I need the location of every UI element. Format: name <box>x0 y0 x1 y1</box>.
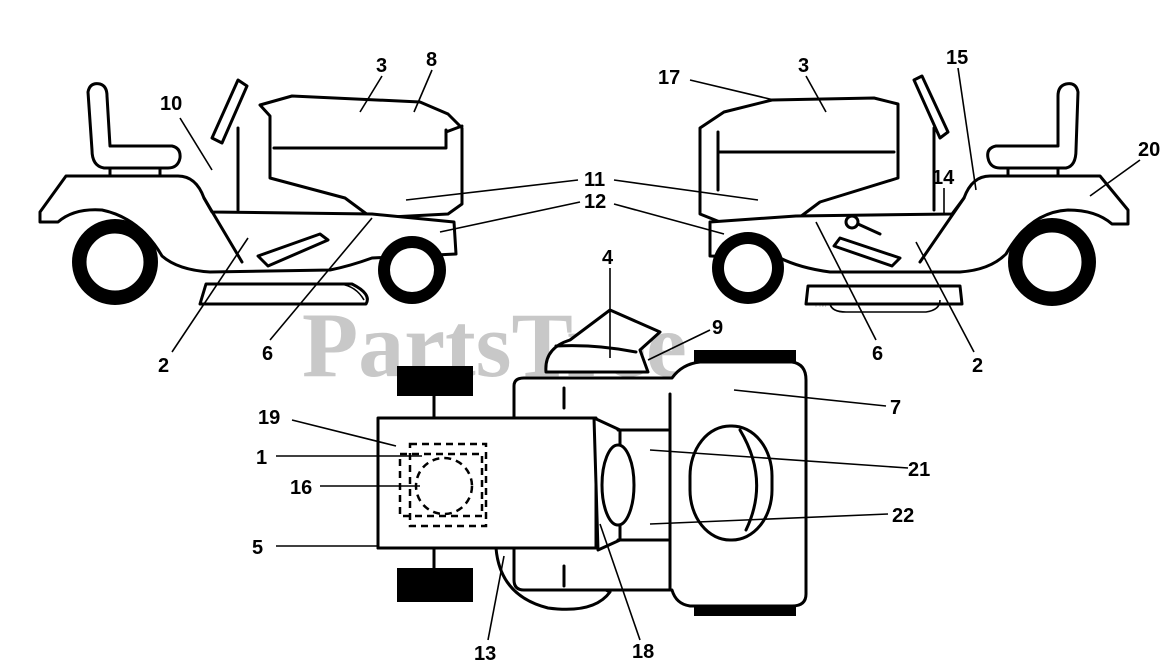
callout-13: 13 <box>474 643 496 665</box>
leader-11-right <box>613 179 759 201</box>
front-wheel-left <box>378 236 446 304</box>
body-panel-line-right <box>918 196 966 264</box>
leader-20 <box>1089 159 1141 197</box>
callout-20: 20 <box>1138 139 1160 161</box>
leader-3-left <box>359 75 383 113</box>
callout-11: 11 <box>584 169 605 191</box>
engine-outline-top <box>616 428 670 542</box>
callout-7: 7 <box>890 397 901 419</box>
foot-pedal-right <box>832 236 902 268</box>
deck-chute-right <box>829 299 941 313</box>
grille-left <box>444 124 464 134</box>
leader-12-right <box>613 203 725 235</box>
callout-12: 12 <box>584 191 606 213</box>
steering-wheel-top <box>544 308 662 374</box>
callout-2-right: 2 <box>972 355 983 377</box>
callout-2-left: 2 <box>158 355 169 377</box>
seat-outline-top <box>398 452 484 518</box>
leader-17 <box>689 79 775 101</box>
leader-15 <box>957 67 977 191</box>
leader-lines <box>171 67 1141 641</box>
rear-wheel-right <box>1008 218 1096 306</box>
leader-21 <box>649 449 909 469</box>
callout-10: 10 <box>160 93 182 115</box>
leader-10 <box>179 117 213 171</box>
leader-12-left <box>439 201 581 233</box>
leader-19 <box>291 419 397 447</box>
leader-6-right <box>815 221 877 341</box>
seat-cushion-outline-top <box>408 442 488 528</box>
hood-right <box>698 96 900 224</box>
body-right <box>708 174 1130 274</box>
callout-22: 22 <box>892 505 914 527</box>
callout-8: 8 <box>426 49 437 71</box>
leader-18 <box>599 523 641 641</box>
seat-left <box>86 82 182 170</box>
callout-15: 15 <box>946 47 968 69</box>
steering-wheel-right <box>912 74 950 140</box>
rear-wheel-left <box>72 219 158 305</box>
dash-oval-top <box>600 443 636 527</box>
leader-2-right <box>915 241 975 353</box>
steering-wheel-left <box>210 78 249 145</box>
callout-17: 17 <box>658 67 680 89</box>
leader-7 <box>733 389 887 407</box>
ignition-key-right <box>844 214 860 230</box>
steering-wheel-hub-top <box>554 344 638 354</box>
top-view <box>376 308 808 616</box>
callout-18: 18 <box>632 641 654 663</box>
leader-13 <box>487 555 505 641</box>
callout-3-right: 3 <box>798 55 809 77</box>
engine-cover-top <box>688 424 774 542</box>
right-side-view <box>698 74 1130 313</box>
callout-16: 16 <box>290 477 312 499</box>
callout-9: 9 <box>712 317 723 339</box>
callout-3-left: 3 <box>376 55 387 77</box>
rear-tire-top-upper <box>397 366 473 396</box>
mower-deck-right <box>804 284 964 306</box>
hood-line-left <box>272 128 448 150</box>
callout-1: 1 <box>256 447 267 469</box>
foot-pedal-left <box>256 232 330 268</box>
callout-21: 21 <box>908 459 930 481</box>
leader-11-left <box>405 179 579 201</box>
leader-6-left <box>269 217 373 341</box>
leader-22 <box>649 513 889 525</box>
leader-3-right <box>805 75 827 113</box>
front-wheel-right <box>712 232 784 304</box>
leader-9 <box>647 329 711 361</box>
leader-8 <box>413 69 433 113</box>
callout-6-left: 6 <box>262 343 273 365</box>
hood-left <box>258 94 464 220</box>
body-left <box>38 174 458 274</box>
leader-2-left <box>171 237 249 353</box>
left-side-view <box>38 78 464 306</box>
callout-labels: 10 3 8 11 12 2 6 17 3 15 20 14 6 2 4 9 7… <box>158 47 1160 665</box>
body-panel-line-left <box>202 196 244 264</box>
rear-tire-top-lower <box>397 568 473 602</box>
callout-19: 19 <box>258 407 280 429</box>
callout-14: 14 <box>932 167 955 189</box>
seat-right <box>986 82 1080 170</box>
callout-4: 4 <box>602 247 614 269</box>
deck-chute-left <box>339 283 365 301</box>
mower-deck-left <box>198 282 369 306</box>
callout-5: 5 <box>252 537 263 559</box>
ignition-key-stem-right <box>856 222 882 236</box>
callout-6-right: 6 <box>872 343 883 365</box>
